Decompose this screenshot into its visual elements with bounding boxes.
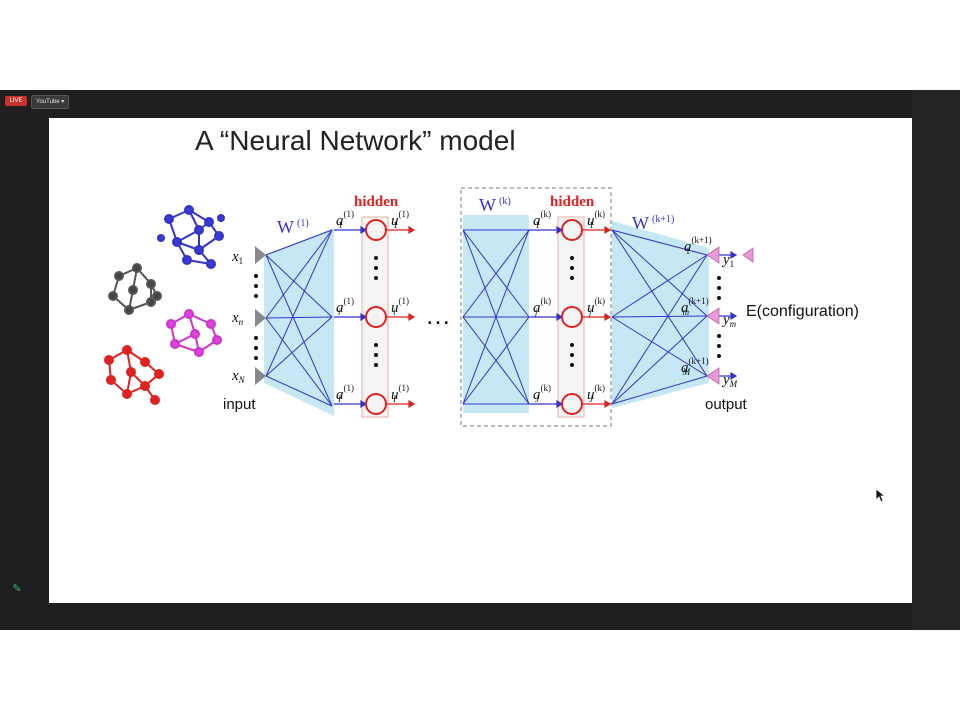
y-label-M: yM [721,372,738,389]
hidden-dots-1 [374,256,378,367]
slide-title: A “Neural Network” model [195,125,516,156]
u-label-layer1-i: u(1)i [391,296,409,317]
y-label-m: ym [721,312,737,329]
u-label-layerk-1: u(k)1 [587,209,605,230]
a-arrows-layer-k [529,225,564,409]
pencil-icon[interactable]: ✎ [12,583,22,595]
shared-slide: A “Neural Network” model [49,118,912,603]
hidden-dots-k [570,256,574,367]
weights-layer-out [611,229,708,405]
weights-layer-k [462,229,530,405]
input-label: input [223,396,256,413]
a-label-layerk-1: a(k)1 [533,209,551,230]
input-dots [254,274,258,360]
weight-band-k [463,215,529,413]
molecule-red-icon [104,345,164,405]
hidden-label-k: hidden [550,194,595,210]
energy-label: E(configuration) [746,303,859,320]
right-panel [912,90,960,630]
weight-band-1 [264,228,334,416]
u-label-layer1-I: u(1)I [391,383,409,404]
layer-k-dashed-box [460,187,612,427]
a-label-out-m: a(k+1)m [681,296,709,317]
y-label-1: y1 [721,252,734,269]
layer-ellipsis: … [425,300,451,330]
mouse-pointer-icon [876,489,886,503]
a-arrows-layer-1 [334,225,368,409]
weight-label-out: W(k+1) [632,213,674,233]
molecule-gray-icon [108,263,162,315]
a-label-layerk-j: a(k)j [533,296,551,317]
a-label-out-1: a(k+1)1 [684,235,712,256]
weight-label-k: W(k) [479,195,511,215]
weights-layer-1 [265,229,333,407]
molecule-magenta-icon [166,309,222,357]
network-diagram: … [104,187,859,427]
input-label-1: x1 [231,249,243,266]
output-nodes [706,246,754,385]
bottom-bar [49,603,912,630]
meeting-window: LIVE YouTube ▾ ✎ A “Neural Network” mode… [0,90,960,630]
input-nodes [255,246,266,385]
u-label-layerk-J: u(k)J [587,383,605,404]
a-label-layerk-J: a(k)J [533,383,551,404]
u-label-layer1-1: u(1)1 [391,209,409,230]
u-arrows-layer-k [582,225,612,409]
live-badge[interactable]: LIVE [5,96,27,106]
hidden-label-1: hidden [354,194,399,210]
output-dots [717,276,721,358]
u-label-layerk-j: u(k)j [587,296,605,317]
input-label-N: xN [231,368,246,385]
input-label-n: xn [231,310,244,327]
weight-label-1: W(1) [277,217,309,237]
u-arrows-layer-1 [386,225,416,409]
output-label: output [705,396,748,413]
a-label-layer1-i: a(1)i [336,296,354,317]
a-label-out-M: a(k+1)M [681,356,709,377]
a-label-layer1-1: a(1)1 [336,209,354,230]
a-label-layer1-I: a(1)I [336,383,354,404]
molecule-blue-icon [157,205,225,269]
platform-dropdown[interactable]: YouTube ▾ [31,95,70,109]
